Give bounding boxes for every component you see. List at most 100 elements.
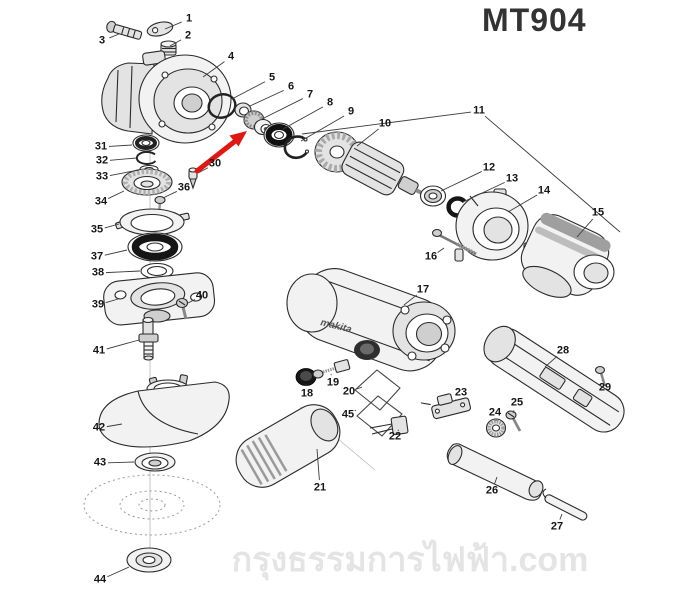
part-number-label-31: 31: [94, 140, 108, 153]
part-9-circlip-drawing: [283, 135, 310, 160]
grinding-wheel-phantom-drawing: [83, 474, 221, 536]
leader-line-23: [454, 399, 457, 402]
leader-line-35: [104, 223, 120, 229]
part-number-label-35: 35: [90, 223, 104, 236]
part-number-label-33: 33: [95, 170, 109, 183]
leader-line-21: [316, 448, 320, 481]
part-25-screw-drawing: [505, 410, 522, 432]
leader-line-42: [106, 423, 123, 428]
leader-line-45: [354, 409, 357, 412]
part-40-screw-drawing: [175, 297, 189, 320]
part-6-nut-drawing: [234, 102, 252, 118]
part-45-insulation-sheet-drawing: [356, 395, 403, 437]
part-number-label-38: 38: [91, 266, 105, 279]
callout-leader-lines: [104, 21, 621, 578]
part-3-bolt-drawing: [106, 20, 143, 40]
leader-line-1: [164, 21, 182, 30]
leader-line-15: [576, 218, 594, 238]
page-title: MT904: [482, 2, 587, 38]
part-41-spindle-drawing: [138, 316, 159, 361]
leader-line-43: [107, 461, 135, 464]
part-number-label-25: 25: [510, 396, 524, 409]
leader-line-11: [301, 111, 472, 135]
part-number-label-27: 27: [550, 520, 564, 533]
part-number-label-36: 36: [177, 181, 191, 194]
leader-line-28: [544, 355, 558, 368]
part-number-label-1: 1: [185, 12, 193, 25]
part-number-label-45: 45: [341, 408, 355, 421]
part-1-lock-key-drawing: [146, 21, 174, 37]
leader-line-26: [494, 476, 498, 484]
part-number-label-34: 34: [94, 195, 108, 208]
leader-line-4: [202, 61, 225, 78]
part-number-label-24: 24: [488, 406, 502, 419]
part-number-label-16: 16: [424, 250, 438, 263]
part-number-label-37: 37: [90, 250, 104, 263]
part-number-label-14: 14: [537, 184, 551, 197]
part-24-dial-drawing: [485, 418, 507, 438]
part-5-o-ring-drawing: [207, 93, 237, 119]
part-12-bearing-drawing: [419, 185, 447, 207]
part-number-label-13: 13: [505, 172, 519, 185]
leader-line-8: [282, 106, 324, 130]
part-number-label-7: 7: [306, 88, 314, 101]
leader-line-3: [109, 33, 120, 39]
part-number-label-10: 10: [378, 117, 392, 130]
leader-line-38: [105, 270, 141, 274]
part-10-armature-drawing: [314, 131, 436, 202]
part-20-insulation-sheet-drawing: [354, 369, 401, 411]
part-number-label-6: 6: [287, 80, 295, 93]
part-42-wheel-guard-drawing: [98, 374, 230, 448]
leader-line-33: [109, 169, 140, 176]
leader-line-37: [104, 249, 128, 256]
part-number-label-11: 11: [473, 104, 485, 117]
part-35-seal-plate-drawing: [115, 208, 190, 236]
part-number-label-26: 26: [485, 484, 499, 497]
part-16-long-screw-drawing: [431, 228, 477, 256]
part-15-field-stator-drawing: [520, 212, 615, 298]
part-32-c-ring-drawing: [135, 151, 157, 165]
part-39-bearing-box-drawing: [103, 272, 216, 326]
leader-line-25: [512, 410, 515, 414]
leader-line-7: [261, 98, 304, 120]
part-number-label-44: 44: [93, 573, 107, 586]
leader-line-13: [462, 181, 505, 203]
part-number-label-43: 43: [93, 456, 107, 469]
part-number-label-41: 41: [92, 344, 106, 357]
part-number-label-12: 12: [482, 161, 496, 174]
leader-line-32: [109, 157, 137, 161]
leader-line-22: [397, 429, 399, 432]
part-number-label-9: 9: [347, 105, 355, 118]
leader-line-30: [197, 167, 209, 174]
part-number-label-8: 8: [326, 96, 334, 109]
part-number-label-20: 20: [342, 385, 356, 398]
part-number-label-28: 28: [556, 344, 570, 357]
part-29-screw-drawing: [594, 365, 607, 387]
part-number-label-29: 29: [598, 381, 612, 394]
leader-line-44: [107, 566, 130, 578]
part-number-label-19: 19: [326, 376, 340, 389]
part-31-bearing-drawing: [132, 134, 160, 152]
part-number-label-30: 30: [208, 157, 222, 170]
leader-line-6: [249, 89, 284, 107]
leader-line-31: [108, 144, 133, 147]
watermark: กรุงธรรมการไฟฟ้า.com: [231, 541, 589, 579]
leader-line-2: [169, 39, 182, 47]
leader-line-27: [559, 513, 563, 520]
leader-line-36: [162, 191, 177, 199]
part-number-label-21: 21: [313, 481, 327, 494]
part-number-label-5: 5: [268, 71, 276, 84]
part-number-label-39: 39: [91, 298, 105, 311]
part-23-switch-drawing: [420, 393, 472, 420]
leader-line-34: [108, 190, 125, 199]
part-28-rear-housing-drawing: [483, 325, 625, 433]
leader-line-12: [440, 171, 482, 192]
leader-line-5: [231, 81, 266, 100]
part-17-motor-housing-drawing: makita: [286, 268, 456, 372]
part-number-label-23: 23: [454, 386, 468, 399]
part-18-brush-cap-drawing: [295, 368, 317, 386]
part-number-label-18: 18: [300, 387, 314, 400]
part-37-bearing-drawing: [127, 232, 183, 262]
leader-line-41: [106, 339, 140, 350]
